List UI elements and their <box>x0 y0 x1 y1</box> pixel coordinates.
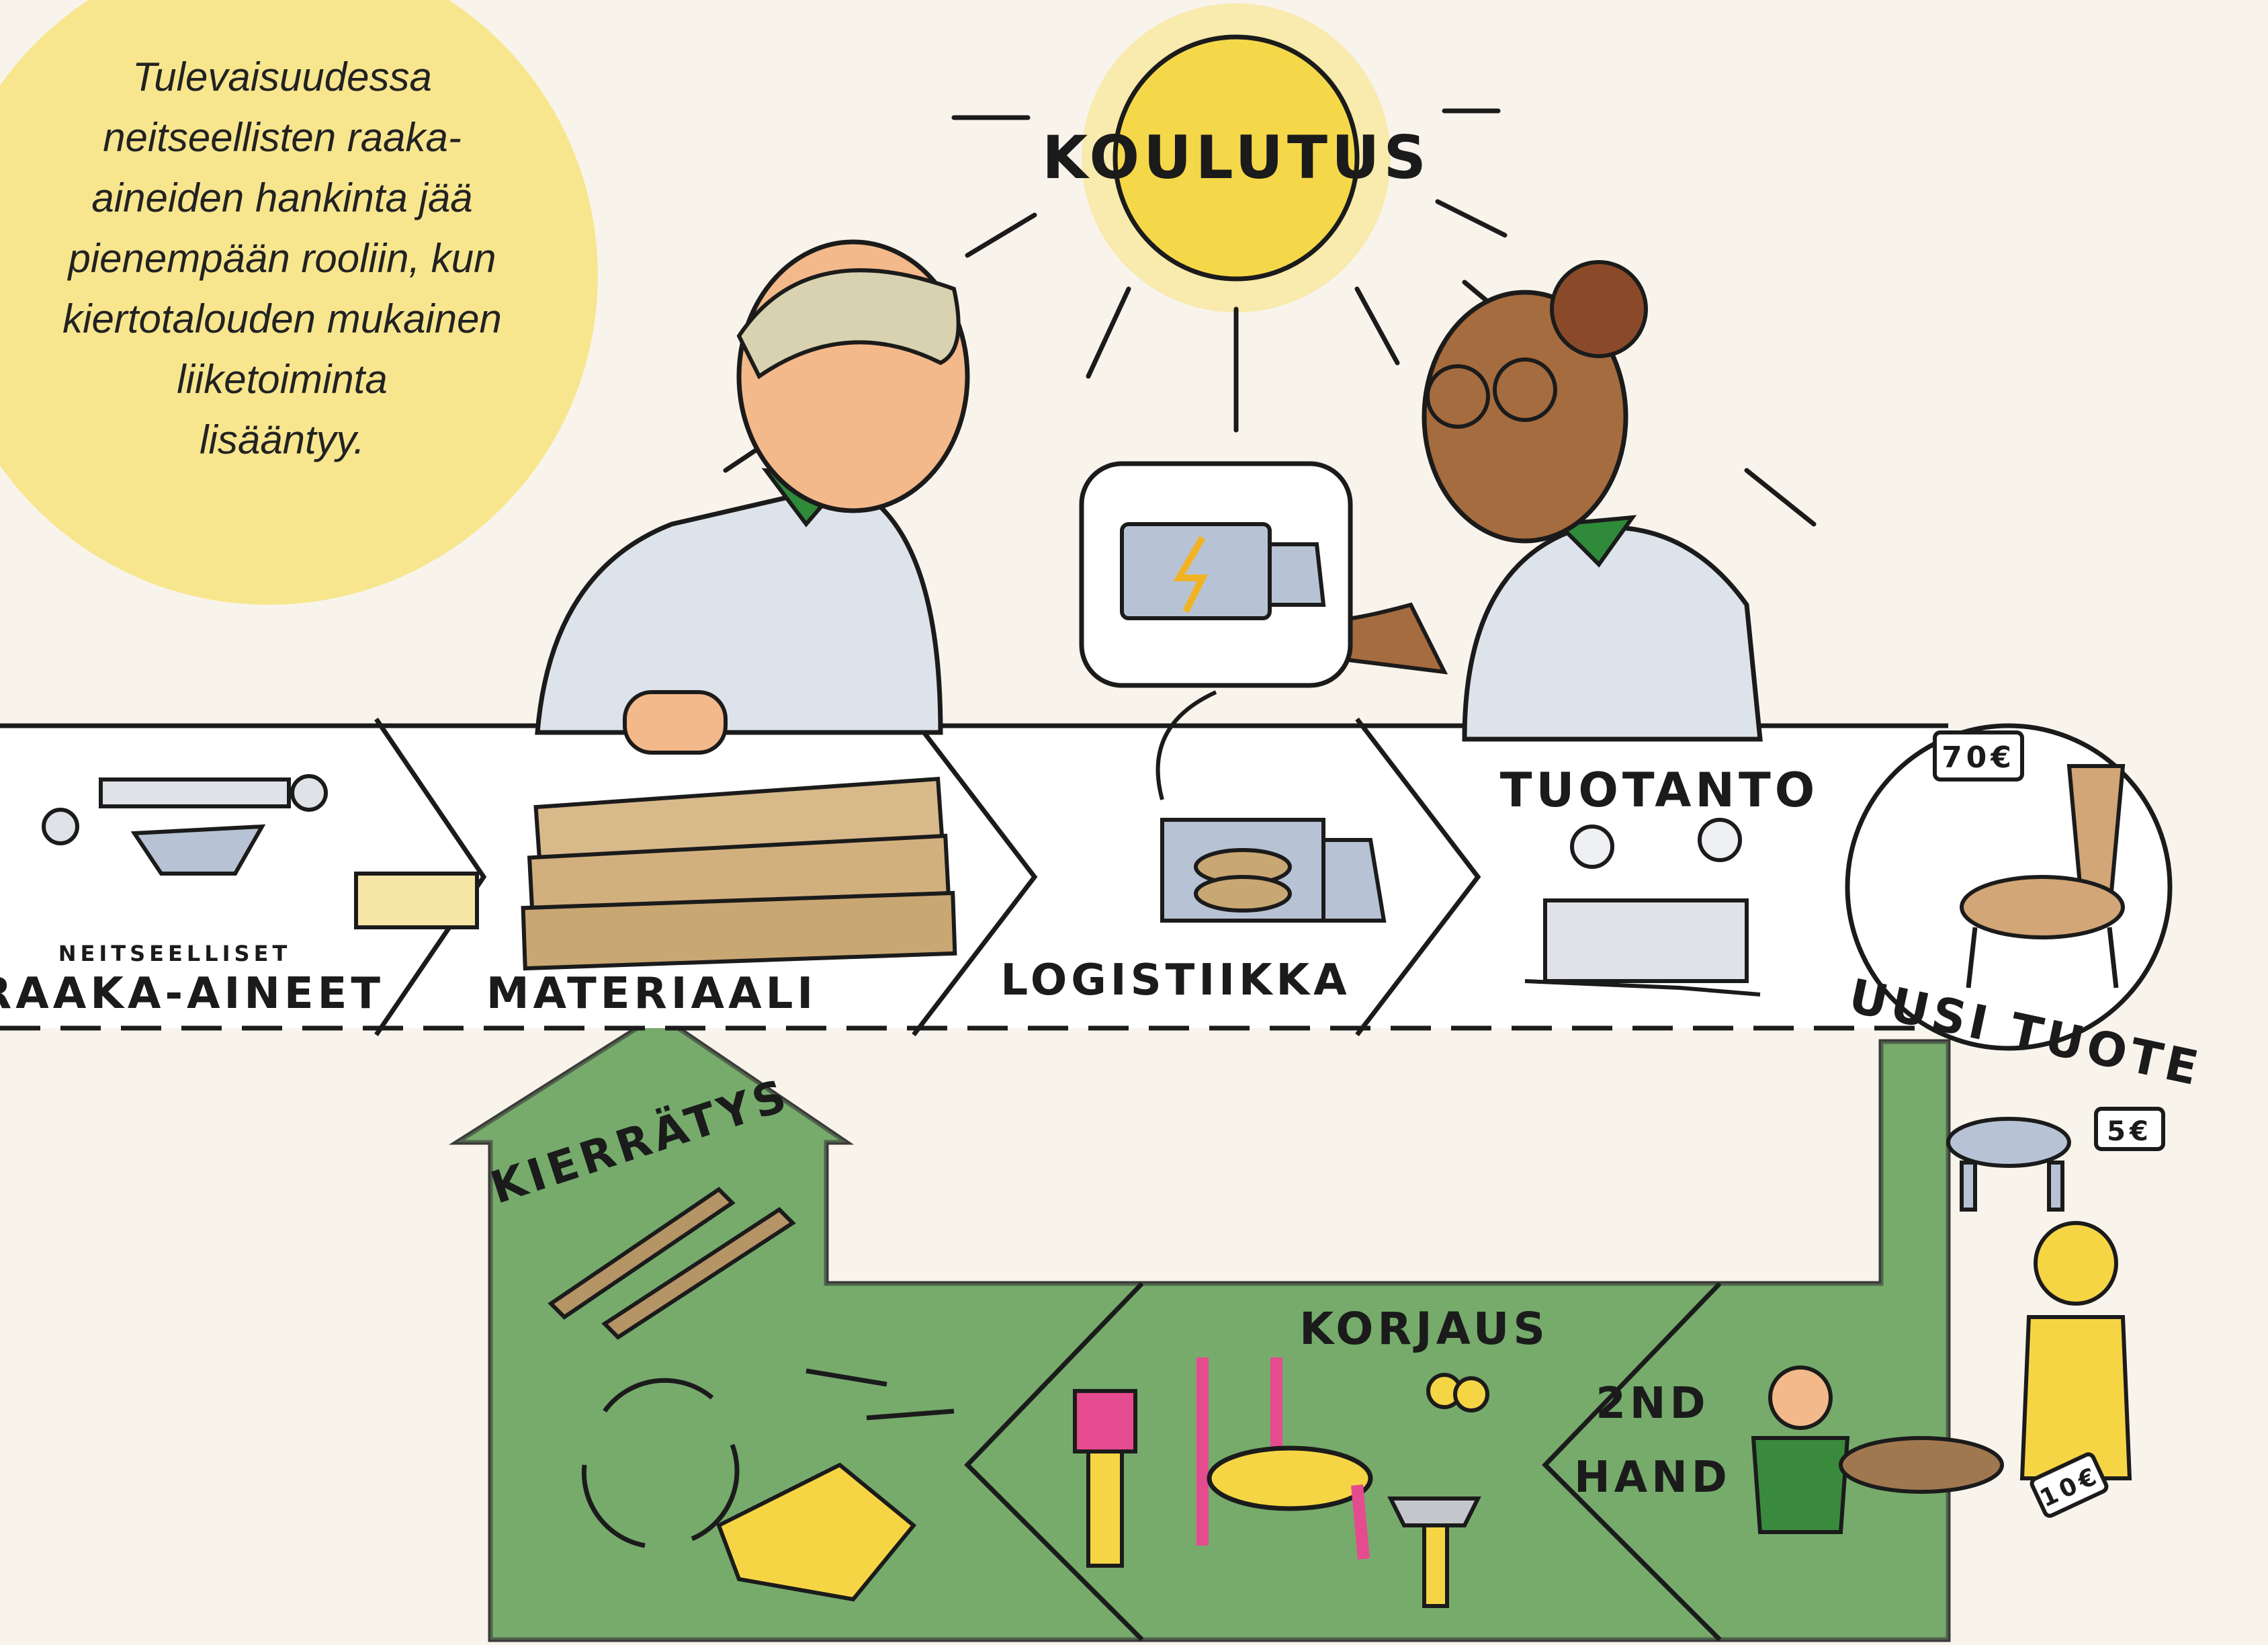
intro-note: Tulevaisuudessa neitseellisten raaka- ai… <box>62 54 502 462</box>
sun-label: KOULUTUS <box>1042 123 1430 192</box>
worker-man <box>535 239 970 755</box>
arrow-down-icon <box>1155 690 1217 800</box>
hammer-icon <box>1387 1496 1481 1608</box>
lumber-stack-icon <box>521 776 957 971</box>
scissors-icon <box>1426 1373 1489 1412</box>
wood-sticks-icon <box>548 1187 796 1340</box>
paintbrush-icon <box>1073 1389 1137 1568</box>
label-repair: KORJAUS <box>1299 1303 1549 1355</box>
label-2nd: 2ND <box>1596 1379 1709 1429</box>
recycle-arrows-icon <box>581 1378 740 1548</box>
price-tag-new <box>1933 730 2024 782</box>
log-truck-icon <box>1160 818 1387 923</box>
nails-icon <box>805 1368 955 1421</box>
sponge-icon <box>716 1462 917 1602</box>
second-hand-people-icon <box>1751 1221 2132 1534</box>
label-logistics: LOGISTIIKKA <box>1000 956 1350 1005</box>
price-stool: 5€ <box>2107 1116 2152 1147</box>
label-production: TUOTANTO <box>1500 763 1819 818</box>
production-workers-icon <box>1524 818 1761 997</box>
label-virgin: NEITSEELLISET <box>58 941 292 966</box>
label-material: MATERIAALI <box>486 969 817 1019</box>
worker-woman <box>1319 260 1763 742</box>
sun: KOULUTUS <box>723 3 1817 527</box>
price-new: 70€ <box>1942 741 2015 775</box>
pink-chair-icon <box>1196 1357 1373 1560</box>
label-raw-materials: RAAKA-AINEET <box>0 969 384 1019</box>
electric-truck-bubble <box>1079 461 1353 800</box>
stool-icon <box>1946 1107 2165 1212</box>
mining-scene-icon <box>42 774 479 929</box>
new-product-circle: 70€ <box>1845 723 2173 1051</box>
label-hand: HAND <box>1574 1453 1731 1503</box>
note-circle <box>0 0 598 605</box>
